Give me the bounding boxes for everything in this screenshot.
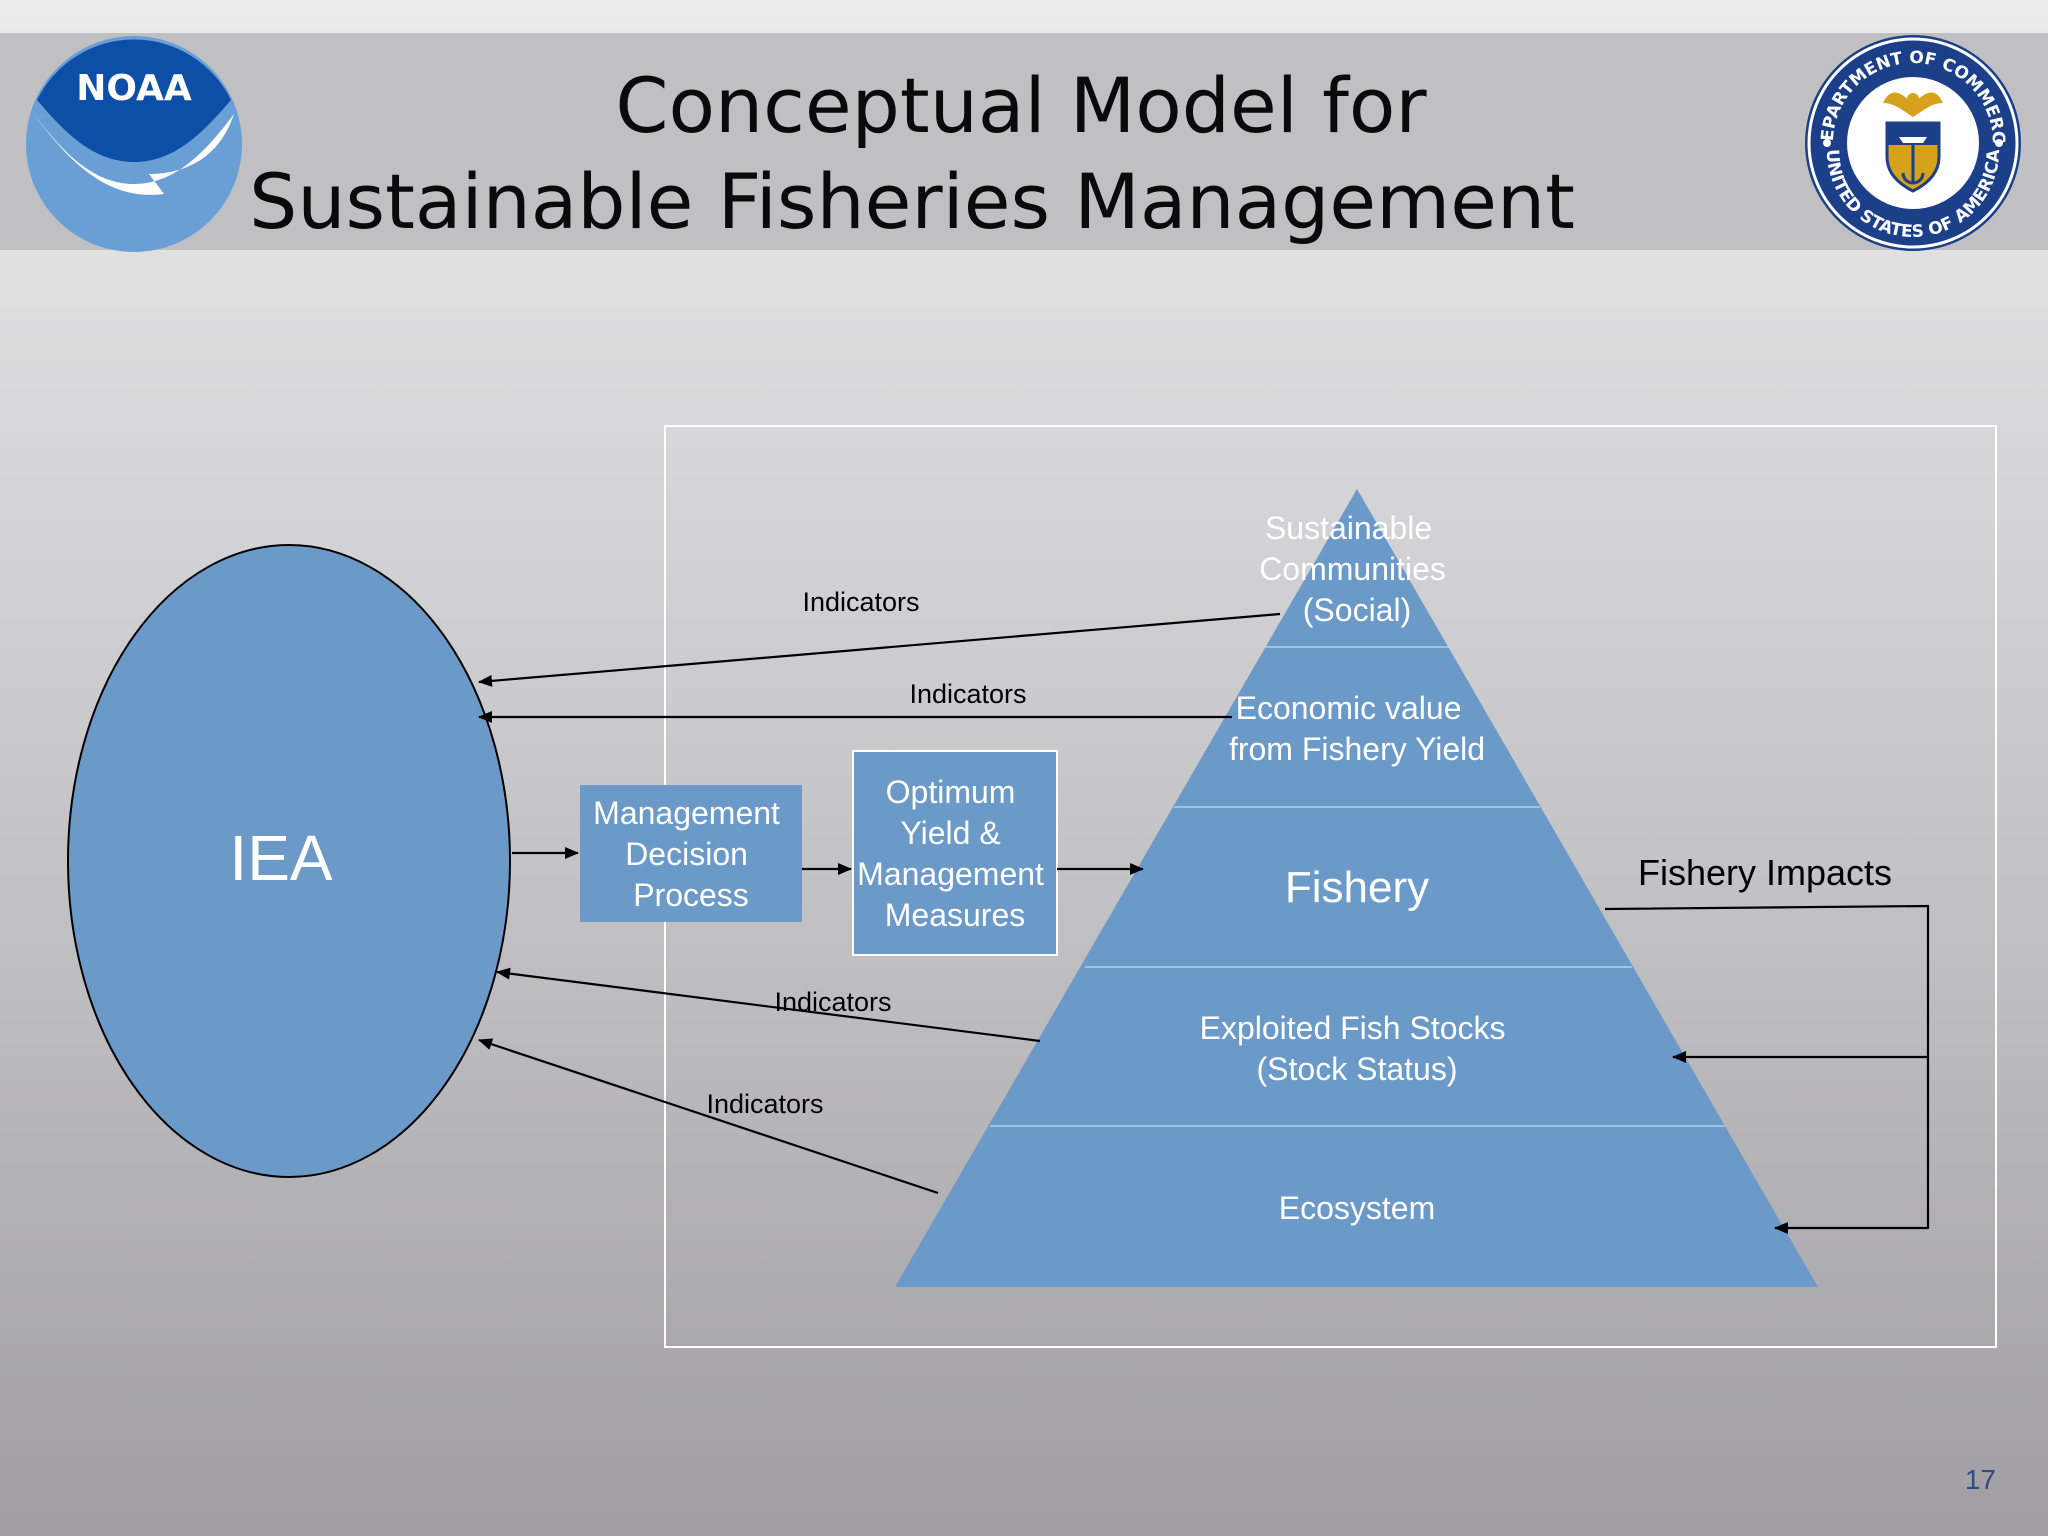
indicator-label-economic: Indicators [909, 679, 1026, 709]
pyramid-ecosystem-label: Ecosystem [1279, 1190, 1435, 1226]
optimum-yield-label: Optimum Yield & Management Measures [857, 774, 1053, 933]
page-number: 17 [1964, 1464, 1996, 1495]
noaa-logo: NOAA [26, 36, 242, 252]
fisheries-pyramid [895, 489, 1818, 1287]
pyramid-social-label: Sustainable Communities (Social) [1259, 510, 1455, 628]
slide-title-line-2: Sustainable Fisheries Management [249, 157, 1575, 246]
indicator-label-ecosystem: Indicators [706, 1089, 823, 1119]
pyramid-stocks-label: Exploited Fish Stocks (Stock Status) [1200, 1010, 1515, 1087]
fishery-impacts-label: Fishery Impacts [1638, 852, 1892, 893]
indicator-label-stocks: Indicators [774, 987, 891, 1017]
indicator-arrow-stocks [496, 967, 1041, 1043]
pyramid-economic-label: Economic value from Fishery Yield [1229, 690, 1485, 767]
optimum-yield-box [852, 750, 1058, 956]
pyramid-fishery-label: Fishery [1285, 863, 1429, 912]
fishery-impacts-connector [1604, 904, 1930, 1234]
commerce-seal-logo: DEPARTMENT OF COMMERCE UNITED STATES OF … [1803, 33, 2021, 251]
iea-ellipse [67, 544, 511, 1178]
slide-title: Conceptual Model for Sustainable Fisheri… [0, 58, 2048, 250]
pyramid-tier-dividers [990, 646, 1725, 1127]
indicator-arrow-social [478, 612, 1281, 687]
iea-label: IEA [229, 822, 332, 894]
management-decision-box [580, 785, 802, 922]
indicator-label-social: Indicators [802, 587, 919, 617]
slide-title-line-1: Conceptual Model for [615, 61, 1427, 150]
title-band [0, 33, 2048, 250]
indicator-arrow-ecosystem [478, 1038, 939, 1195]
noaa-logo-text: NOAA [76, 68, 192, 109]
management-decision-label: Management Decision Process [593, 795, 789, 913]
